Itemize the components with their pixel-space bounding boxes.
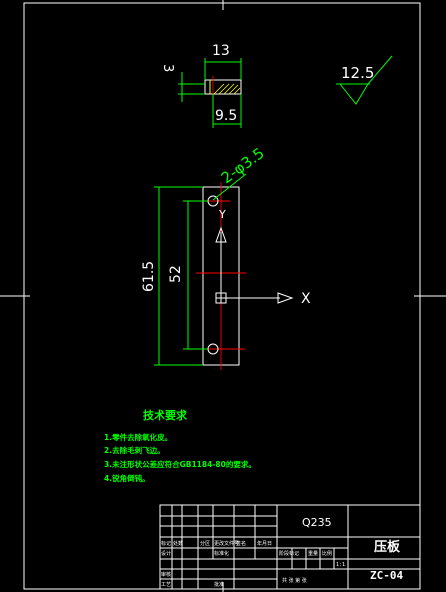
part-name: 压板 [374,539,401,555]
dim-offset-label: 9.5 [215,108,237,124]
dim-thickness-label: 3 [160,64,175,72]
ucs-axis-x-label: X [301,291,311,307]
scale-value: 1:1 [336,562,345,568]
cell-design: 设计 [161,550,171,557]
dim-overall-61-5[interactable] [154,186,203,366]
cell-zone: 分区 [200,540,210,547]
cell-date: 年月日 [257,540,272,547]
hole-callout-leader [212,173,247,201]
y-arrow-icon [215,226,227,243]
top-view-hatch [213,83,241,95]
cell-sign: 签名 [236,540,246,547]
cell-standardize: 标准化 [214,550,229,557]
cell-stage-mark: 阶段标记 [279,550,299,557]
tech-requirements-title: 技术要求 [143,408,188,422]
cell-change-doc: 更改文件号 [214,540,239,547]
top-view[interactable]: 13 3 9.5 [160,43,242,128]
cell-scale: 比例 [322,550,332,557]
front-view[interactable]: 2-φ3.5 X Y 61.5 52 [141,144,311,370]
dim-overall-label: 61.5 [141,261,157,292]
roughness-symbol[interactable]: 12.5 [336,55,393,105]
cell-mark: 标记 [161,540,171,547]
material-label: Q235 [302,516,332,529]
cell-review: 审核 [161,571,171,578]
title-block[interactable]: Q235 压板 ZC-04 1:1 标记 处数 分区 更改文件号 签名 年月日 … [159,504,421,590]
cell-count: 处数 [173,540,183,547]
ucs-icon[interactable]: X Y [215,208,311,307]
dim-width-label: 13 [212,43,230,59]
dim-thickness-3[interactable] [178,72,205,102]
cell-process: 工艺 [161,582,171,588]
roughness-check-icon [339,55,393,105]
hole-callout-label: 2-φ3.5 [218,144,268,187]
cell-weight: 重量 [308,550,318,557]
tech-requirement-item: 2.去除毛刺飞边。 [104,445,165,455]
tech-requirements: 技术要求 1.零件去除氧化皮。 2.去除毛刺飞边。 3.未注形状公差应符合GB1… [104,408,256,483]
dim-width-13[interactable] [204,58,242,80]
dim-offset-9-5[interactable] [212,94,242,128]
title-block-outline [159,504,421,590]
ucs-axis-y-label: Y [218,208,226,221]
cell-approve: 批准 [214,581,224,588]
dim-spacing-52[interactable] [183,200,208,350]
top-view-outline [204,79,242,95]
tech-requirement-item: 1.零件去除氧化皮。 [104,432,172,442]
roughness-value: 12.5 [341,64,374,82]
tech-requirement-item: 4.锐角倒钝。 [104,473,150,483]
tech-requirement-item: 3.未注形状公差应符合GB1184-80的要求。 [104,459,256,469]
drawing-number: ZC-04 [370,569,403,582]
cell-sheets: 共 张 第 张 [282,577,307,584]
x-arrow-icon [277,292,294,304]
dim-spacing-label: 52 [168,265,184,283]
